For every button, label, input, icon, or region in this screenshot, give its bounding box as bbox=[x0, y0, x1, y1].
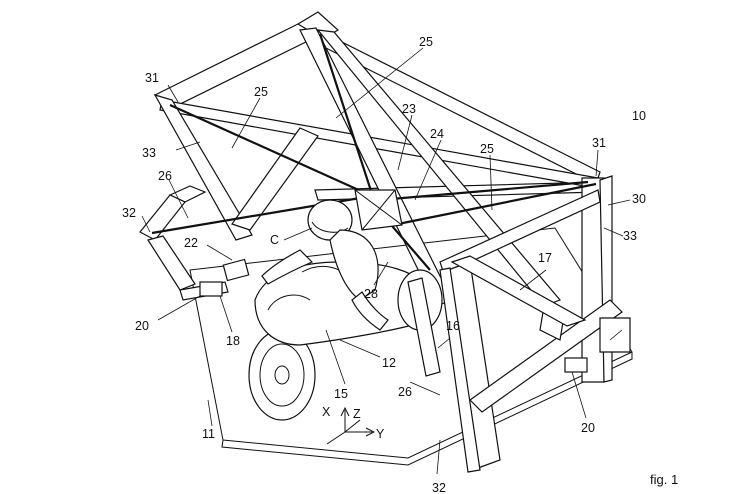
ref-label-26-bottom: 26 bbox=[398, 385, 412, 399]
coordinate-axes bbox=[326, 406, 376, 445]
ref-label-C: C bbox=[270, 233, 279, 247]
figure-caption: fig. 1 bbox=[650, 472, 678, 487]
ref-label-32-bottom: 32 bbox=[432, 481, 446, 494]
ref-label-22: 22 bbox=[184, 236, 198, 250]
cable-hub bbox=[354, 189, 403, 231]
ref-label-25-right: 25 bbox=[480, 142, 494, 156]
ref-label-26-left: 26 bbox=[158, 169, 172, 183]
axis-label-z: Z bbox=[353, 407, 361, 421]
ref-label-31-right: 31 bbox=[592, 136, 606, 150]
ref-label-25-left: 25 bbox=[254, 85, 268, 99]
ref-label-33-left: 33 bbox=[142, 146, 156, 160]
leader-lines bbox=[141, 47, 631, 475]
ref-label-17: 17 bbox=[538, 251, 552, 265]
ref-label-28: 28 bbox=[364, 287, 378, 301]
ref-label-32-left: 32 bbox=[122, 206, 136, 220]
ref-label-31-left: 31 bbox=[145, 71, 159, 85]
ref-label-20-left: 20 bbox=[135, 319, 149, 333]
ref-label-20-right: 20 bbox=[581, 421, 595, 435]
ref-label-33-right: 33 bbox=[623, 229, 637, 243]
actuators bbox=[199, 258, 588, 377]
ref-label-24: 24 bbox=[430, 127, 444, 141]
ref-label-25-top: 25 bbox=[419, 35, 433, 49]
axis-label-y: Y bbox=[376, 427, 385, 441]
ref-label-10: 10 bbox=[632, 109, 646, 123]
rider bbox=[261, 199, 389, 331]
ref-label-18: 18 bbox=[226, 334, 240, 348]
ref-label-12: 12 bbox=[382, 356, 396, 370]
ref-label-15: 15 bbox=[334, 387, 348, 401]
ref-label-11: 11 bbox=[202, 427, 215, 441]
axis-label-x: X bbox=[322, 405, 331, 419]
ref-label-16: 16 bbox=[446, 319, 460, 333]
ref-label-23: 23 bbox=[402, 102, 416, 116]
ref-label-30: 30 bbox=[632, 192, 646, 206]
upper-frame bbox=[153, 11, 631, 473]
